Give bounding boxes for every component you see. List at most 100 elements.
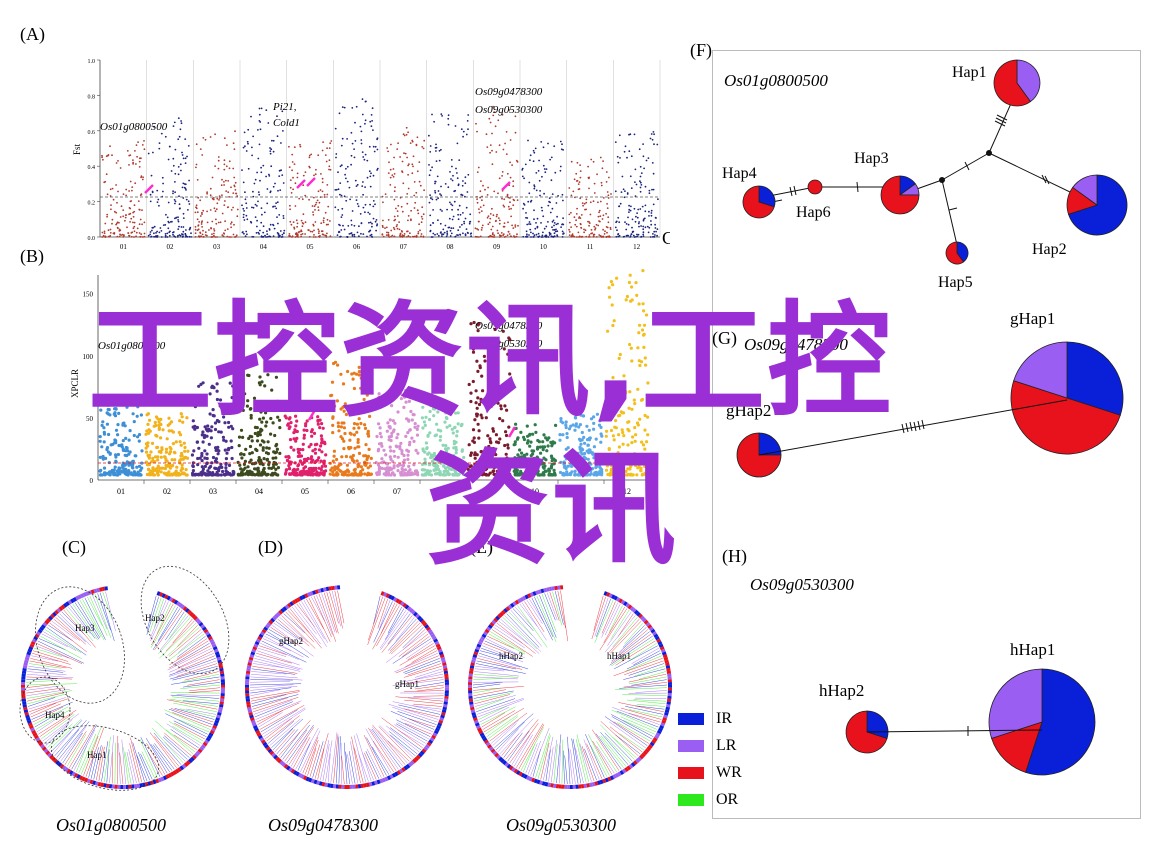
panel-label-h: (H)	[722, 546, 747, 566]
ytick-b: 0	[90, 477, 94, 485]
ytick-a: 0.0	[88, 236, 96, 242]
annot-os01g0800500-b: Os01g0800500	[98, 340, 166, 352]
tree-d	[244, 585, 450, 790]
network-pies	[736, 59, 1128, 776]
haplotype-networks: Os01g0800500 Hap1 Hap2 Hap3 Hap4 Hap5 Ha…	[712, 50, 1141, 819]
network-f-edges	[758, 89, 1098, 246]
chr-tick-b: 01	[117, 487, 125, 496]
ytick-b: 100	[83, 353, 94, 361]
tree-c-hap1: Hap1	[87, 750, 107, 760]
legend-wr: WR	[678, 764, 742, 782]
ytick-a: 0.8	[88, 94, 96, 100]
network-h-hhap2: hHap2	[819, 681, 864, 700]
ytick-a: 1.0	[88, 59, 96, 65]
ytick-b: 150	[83, 291, 94, 299]
watermark-line-2: 资讯	[426, 438, 679, 582]
network-h-gene: Os09g0530300	[750, 575, 854, 594]
annot-pi2: Pi2	[273, 313, 290, 325]
network-f-hap4: Hap4	[722, 165, 757, 182]
tree-c	[20, 586, 226, 790]
chr-tick-a: 10	[540, 243, 548, 251]
network-h-hhap1: hHap1	[1010, 640, 1055, 659]
chr-tick-b: 08	[439, 487, 447, 496]
chr-tick-a: 06	[353, 243, 361, 251]
panel-label-f: (F)	[690, 40, 712, 60]
network-g-ticks	[901, 419, 925, 434]
legend-lr-label: LR	[716, 737, 737, 754]
panel-label-d: (D)	[258, 537, 283, 557]
manhattan-b-ylabel: XPCLR	[70, 369, 80, 398]
chr-tick-b: 11	[577, 487, 585, 496]
annot-os09g0530300-a: Os09g0530300	[475, 104, 543, 116]
tree-d-ghap1: gHap1	[395, 679, 419, 689]
tree-e-hhap2: hHap2	[499, 651, 523, 661]
network-g-ghap1: gHap1	[1010, 309, 1055, 328]
network-h-edge	[866, 729, 1043, 733]
hap1-outline	[50, 725, 160, 791]
ytick-a: 0.4	[88, 165, 96, 171]
chr-tick-a: 08	[447, 243, 455, 251]
legend-lr: LR	[678, 737, 736, 755]
legend-or-swatch	[678, 794, 704, 806]
chr-tick-a: 02	[167, 243, 175, 251]
chr-tick-a: 12	[633, 243, 641, 251]
chr-tick-b: 03	[209, 487, 217, 496]
chr-tick-a: 04	[260, 243, 268, 251]
network-frame	[712, 50, 1141, 819]
annot-os09g0530300-b: Os09g0530300	[475, 338, 543, 350]
chr-tick-b: 06	[347, 487, 355, 496]
tree-e-gene: Os09g0530300	[506, 815, 617, 835]
tree-c-hap4: Hap4	[45, 710, 65, 720]
chr-tick-a: 01	[120, 243, 128, 251]
ytick-a: 0.6	[88, 130, 96, 136]
chr-tick-a: 09	[493, 243, 501, 251]
chr-tick-b: 07	[393, 487, 401, 496]
tree-d-ghap2: gHap2	[279, 636, 303, 646]
legend-ir-label: IR	[716, 710, 732, 727]
panel-label-c: (C)	[62, 537, 86, 557]
legend-wr-swatch	[678, 767, 704, 779]
annot-os09g0478300-a: Os09g0478300	[475, 86, 543, 98]
chr-tick-b: 10	[531, 487, 539, 496]
chr-tick-a: 03	[213, 243, 221, 251]
chr-label-a: Chr	[662, 228, 670, 248]
manhattan-a-ylabel: Fst	[72, 143, 82, 155]
tree-c-hap3: Hap3	[75, 623, 95, 633]
annot-pi21: Pi21,	[272, 101, 297, 113]
manhattan-b-points	[98, 269, 650, 477]
chr-tick-b: 05	[301, 487, 309, 496]
tree-c-gene: Os01g0800500	[56, 815, 167, 835]
network-f-hap5: Hap5	[938, 274, 973, 291]
legend-ir: IR	[678, 710, 732, 728]
legend-or: OR	[678, 791, 738, 809]
chr-tick-a: 07	[400, 243, 408, 251]
panel-label-a: (A)	[20, 24, 45, 44]
annot-cold1: Cold1	[273, 117, 300, 129]
chr-tick-b: 04	[255, 487, 263, 496]
chr-tick-a: 05	[307, 243, 315, 251]
tree-e	[467, 585, 673, 790]
network-f-hap2: Hap2	[1032, 241, 1067, 258]
ytick-b: 50	[86, 415, 94, 423]
legend-wr-label: WR	[716, 764, 742, 781]
network-f-hap1: Hap1	[952, 64, 987, 81]
network-f-gene: Os01g0800500	[724, 71, 828, 90]
hap4-outline	[19, 676, 71, 744]
panel-label-e: (E)	[470, 537, 493, 557]
tree-panels: Hap3 Hap2 Hap4 Hap1 gHap2 gHap1 hHap2 hH…	[19, 565, 673, 791]
panel-label-b: (B)	[20, 246, 44, 266]
legend-lr-swatch	[678, 740, 704, 752]
hap2-outline	[140, 565, 230, 675]
network-f-hap6: Hap6	[796, 204, 831, 221]
network-g-gene: Os09g0478300	[744, 335, 848, 354]
chr-tick-b: 02	[163, 487, 171, 496]
manhattan-a-axis: 0.0 0.2 0.4 0.6 0.8 1.0 01 02 03 04 05 06 07 08 09 10 11…	[88, 59, 661, 251]
network-g-ghap2: gHap2	[726, 401, 771, 420]
legend-or-label: OR	[716, 791, 739, 808]
ytick-a: 0.2	[88, 201, 96, 207]
chr-tick-a: 11	[587, 243, 594, 251]
annot-os01g0800500-a: Os01g0800500	[100, 121, 168, 133]
network-f-ticks	[789, 114, 1050, 211]
